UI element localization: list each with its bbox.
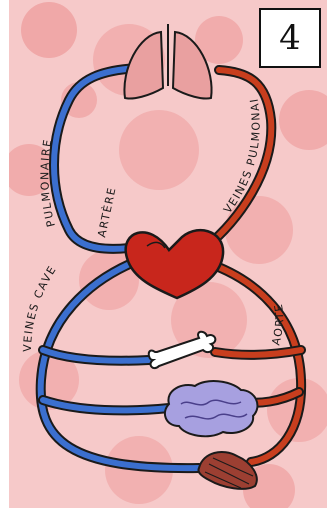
illustration-frame: PULMONAIRE ARTÈRE VEINES PULMONAIRES VEI… <box>9 0 327 508</box>
circulation-diagram: PULMONAIRE ARTÈRE VEINES PULMONAIRES VEI… <box>9 0 327 508</box>
brain-icon <box>165 381 258 436</box>
panel-number: 4 <box>279 18 301 58</box>
panel-number-badge: 4 <box>259 8 321 68</box>
pulmonary-artery-label-1: ARTÈRE <box>95 185 118 238</box>
muscle-icon <box>198 452 256 489</box>
